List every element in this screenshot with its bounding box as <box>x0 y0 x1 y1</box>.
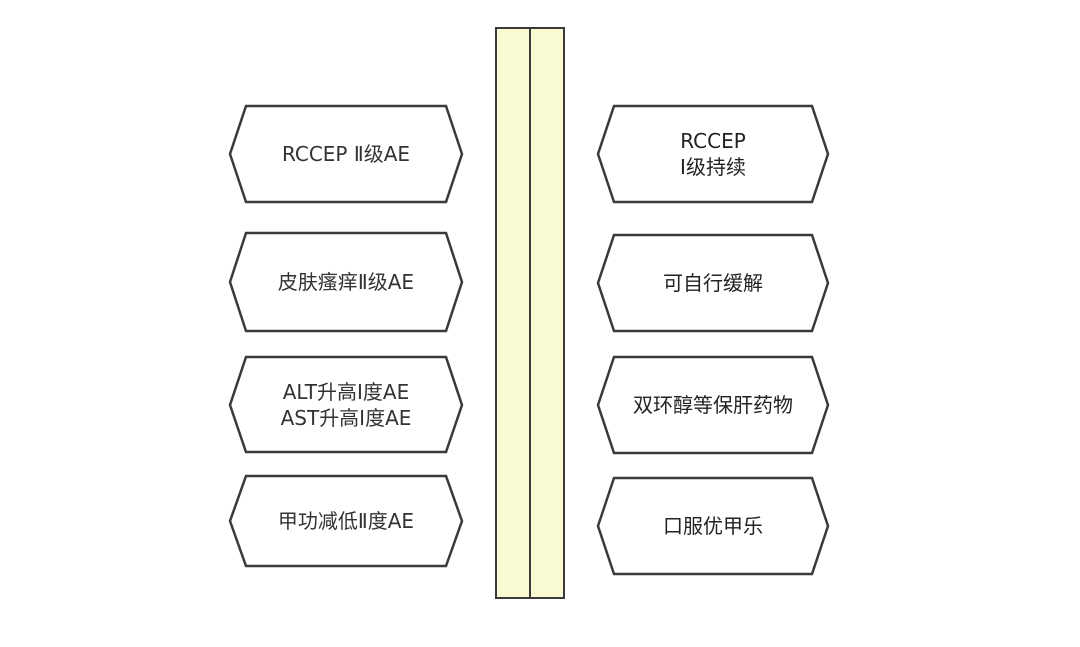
center-bar-right <box>529 27 565 599</box>
left-hexagon-4 <box>228 474 464 568</box>
left-label-3: ALT升高Ⅰ度AE AST升高Ⅰ度AE <box>240 357 452 452</box>
right-label-1: RCCEP Ⅰ级持续 <box>608 106 818 202</box>
left-label-2-line-1: 皮肤瘙痒Ⅱ级AE <box>277 270 415 294</box>
left-label-4: 甲功减低Ⅱ度AE <box>240 476 452 566</box>
right-hexagon-1 <box>596 104 830 204</box>
left-label-1-line-1: RCCEP Ⅱ级AE <box>281 142 411 166</box>
left-label-3-line-2: AST升高Ⅰ度AE <box>280 405 412 430</box>
left-hexagon-1 <box>228 104 464 204</box>
left-hexagon-3 <box>228 355 464 454</box>
right-label-4-line-1: 口服优甲乐 <box>663 514 763 538</box>
left-label-1: RCCEP Ⅱ级AE <box>240 106 452 202</box>
right-label-2: 可自行缓解 <box>608 235 818 331</box>
right-label-1-line-2: Ⅰ级持续 <box>680 155 746 179</box>
center-bar-left <box>495 27 531 599</box>
left-label-4-line-1: 甲功减低Ⅱ度AE <box>277 509 415 533</box>
right-hexagon-3 <box>596 355 830 455</box>
right-hexagon-2 <box>596 233 830 333</box>
right-label-2-line-1: 可自行缓解 <box>663 271 763 295</box>
right-label-4: 口服优甲乐 <box>608 478 818 574</box>
right-label-1-line-1: RCCEP <box>680 129 746 153</box>
right-label-3: 双环醇等保肝药物 <box>608 357 818 453</box>
right-label-3-line-1: 双环醇等保肝药物 <box>633 393 793 417</box>
left-label-2: 皮肤瘙痒Ⅱ级AE <box>240 233 452 331</box>
left-label-3-line-1: ALT升高Ⅰ度AE <box>282 379 410 404</box>
left-hexagon-2 <box>228 231 464 333</box>
right-hexagon-4 <box>596 476 830 576</box>
